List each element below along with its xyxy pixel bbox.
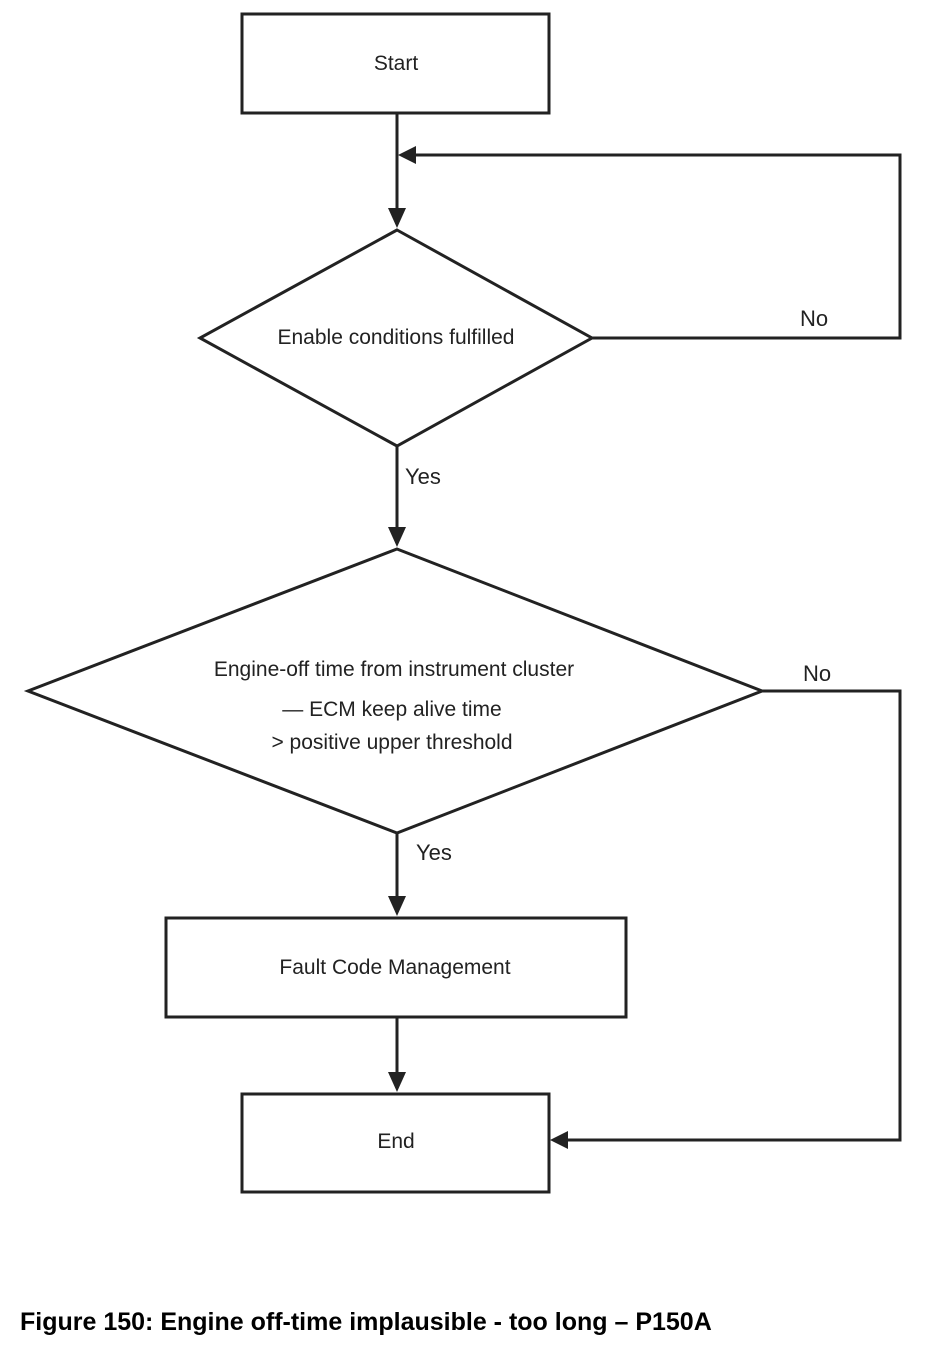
engine-off-check-node: Engine-off time from instrument cluster … [23, 547, 767, 835]
arrowhead-fault-in [388, 896, 406, 916]
fault-code-node: Fault Code Management [164, 916, 628, 1019]
start-label: Start [374, 52, 419, 75]
fault-code-box [164, 916, 628, 1019]
enable-yes-label: Yes [405, 464, 441, 489]
engine-off-check-line-1: Engine-off time from instrument cluster [214, 658, 574, 681]
enable-conditions-diamond [196, 228, 596, 448]
enable-no-label: No [800, 306, 828, 331]
end-box [240, 1092, 551, 1194]
engine-off-check-diamond [23, 547, 767, 835]
arrowhead-end-in [388, 1072, 406, 1092]
start-node: Start [240, 12, 551, 115]
arrowhead-enable-in [388, 208, 406, 228]
engine-off-check-line-3: > positive upper threshold [271, 731, 512, 754]
engine-yes-label: Yes [416, 840, 452, 865]
figure-caption: Figure 150: Engine off-time implausible … [20, 1308, 712, 1336]
engine-no-label: No [803, 661, 831, 686]
arrowhead-loop-return [398, 146, 416, 164]
start-box [240, 12, 551, 115]
enable-conditions-node: Enable conditions fulfilled [196, 228, 596, 448]
edges [388, 113, 902, 1149]
fault-code-label: Fault Code Management [279, 956, 510, 979]
enable-conditions-label: Enable conditions fulfilled [278, 326, 515, 349]
end-node: End [240, 1092, 551, 1194]
end-label: End [377, 1130, 414, 1153]
arrowhead-end-from-no [550, 1131, 568, 1149]
edge-engine-no [566, 689, 902, 1142]
arrowhead-engine-in [388, 527, 406, 547]
edge-enable-no-loop [412, 153, 902, 340]
engine-off-check-line-2: — ECM keep alive time [282, 698, 501, 721]
